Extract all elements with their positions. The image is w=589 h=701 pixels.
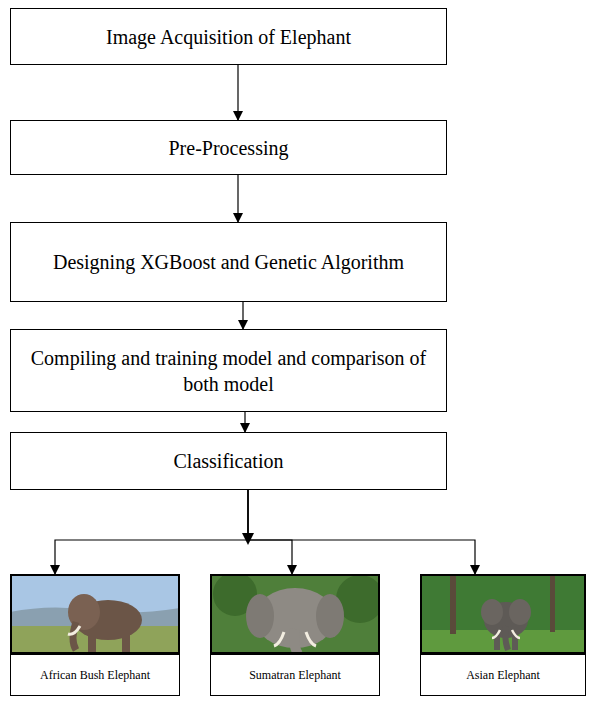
flow-arrow — [237, 65, 238, 120]
species-label-box: Sumatran Elephant — [210, 654, 380, 696]
species-panel: African Bush Elephant — [10, 574, 180, 696]
asian-elephant-photo — [420, 574, 586, 654]
process-box: Image Acquisition of Elephant — [10, 8, 447, 65]
process-box: Pre-Processing — [10, 120, 447, 175]
flow-arrow — [55, 490, 248, 574]
species-label-box: Asian Elephant — [420, 654, 586, 696]
flow-arrow — [242, 302, 243, 329]
flow-arrow — [237, 175, 238, 222]
flow-arrow — [248, 490, 292, 574]
step-label: Compiling and training model and compari… — [21, 345, 436, 397]
process-box: Compiling and training model and compari… — [10, 329, 447, 412]
process-box: Classification — [10, 432, 447, 490]
step-label: Pre-Processing — [169, 135, 289, 161]
flow-arrow — [244, 412, 245, 432]
sumatran-elephant-photo — [210, 574, 380, 654]
step-label: Designing XGBoost and Genetic Algorithm — [53, 249, 404, 275]
step-label: Classification — [174, 448, 284, 474]
species-panel: Sumatran Elephant — [210, 574, 380, 696]
species-label: Asian Elephant — [466, 668, 540, 682]
species-label-box: African Bush Elephant — [10, 654, 180, 696]
species-label: Sumatran Elephant — [249, 668, 341, 682]
flow-arrow — [248, 490, 475, 574]
species-label: African Bush Elephant — [40, 668, 150, 682]
step-label: Image Acquisition of Elephant — [106, 24, 351, 50]
process-box: Designing XGBoost and Genetic Algorithm — [10, 222, 447, 302]
african-elephant-photo — [10, 574, 180, 654]
species-panel: Asian Elephant — [420, 574, 586, 696]
